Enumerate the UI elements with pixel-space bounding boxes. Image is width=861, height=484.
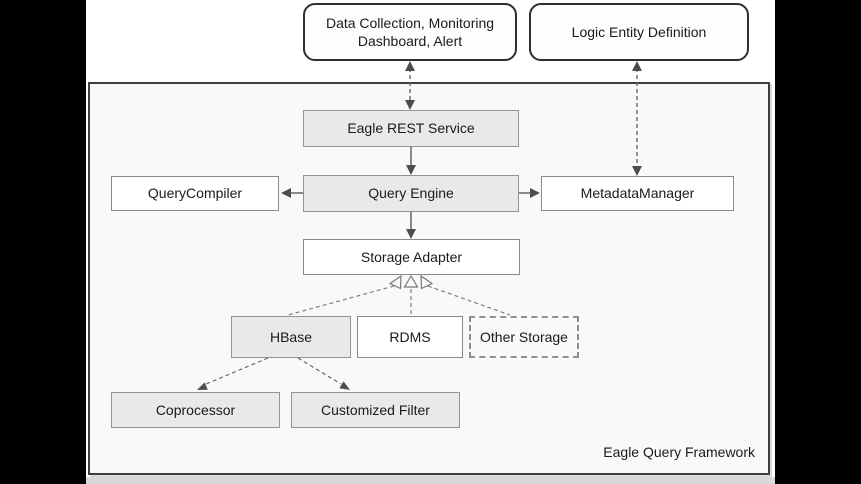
node-rdms-label: RDMS [389,328,431,345]
node-customized-filter: Customized Filter [291,392,460,428]
node-data-collection: Data Collection, Monitoring Dashboard, A… [303,3,517,61]
node-rdms: RDMS [357,316,463,358]
node-query-engine-label: Query Engine [368,185,454,202]
node-logic-entity-definition-label: Logic Entity Definition [571,23,707,40]
node-storage-adapter: Storage Adapter [303,239,520,275]
node-customized-filter-label: Customized Filter [321,401,430,418]
node-coprocessor: Coprocessor [111,392,280,428]
node-other-storage: Other Storage [469,316,579,358]
node-query-compiler-label: QueryCompiler [147,185,243,202]
bottom-strip [86,477,775,484]
node-storage-adapter-label: Storage Adapter [360,248,463,265]
node-query-engine: Query Engine [303,175,519,212]
node-coprocessor-label: Coprocessor [155,401,236,418]
node-metadata-manager: MetadataManager [541,176,734,211]
node-logic-entity-definition: Logic Entity Definition [529,3,749,61]
framework-title: Eagle Query Framework [603,444,755,460]
node-query-compiler: QueryCompiler [111,176,279,211]
node-hbase-label: HBase [269,328,313,345]
node-data-collection-label: Data Collection, Monitoring Dashboard, A… [325,14,495,49]
node-other-storage-label: Other Storage [480,328,568,345]
node-metadata-manager-label: MetadataManager [580,185,695,202]
node-eagle-rest-service: Eagle REST Service [303,110,519,147]
node-hbase: HBase [231,316,351,358]
node-eagle-rest-service-label: Eagle REST Service [347,120,475,137]
